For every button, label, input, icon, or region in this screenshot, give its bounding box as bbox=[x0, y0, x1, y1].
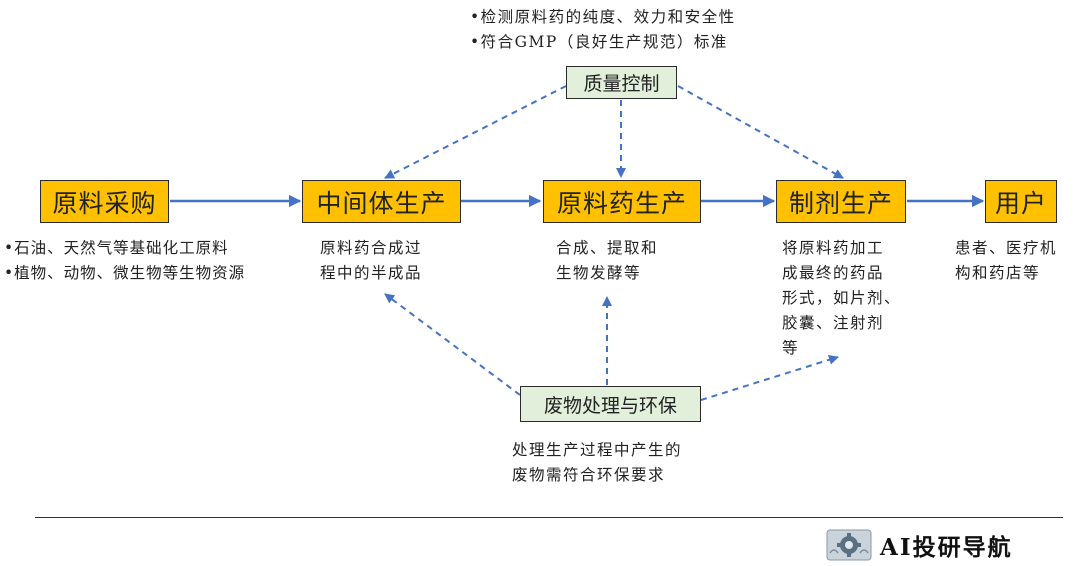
brand-name: AI投研导航 bbox=[880, 534, 1013, 561]
note-line: 合成、提取和 bbox=[556, 239, 659, 257]
note-line: 原料药合成过 bbox=[320, 239, 423, 257]
note-line: 胶囊、注射剂 bbox=[782, 314, 885, 332]
node-formulation-production: 制剂生产 bbox=[776, 180, 906, 223]
note-line: 处理生产过程中产生的 bbox=[512, 441, 683, 459]
footer-divider bbox=[35, 517, 1063, 518]
note-line: 成最终的药品 bbox=[782, 264, 885, 282]
note-api-production: 合成、提取和 生物发酵等 bbox=[556, 236, 658, 286]
note-line: 生物发酵等 bbox=[556, 264, 642, 282]
note-line: 形式，如片剂、 bbox=[782, 289, 902, 307]
note-waste: 处理生产过程中产生的 废物需符合环保要求 bbox=[512, 438, 682, 488]
note-intermediate: 原料药合成过 程中的半成品 bbox=[320, 236, 422, 286]
note-raw-purchase: •石油、天然气等基础化工原料 •植物、动物、微生物等生物资源 bbox=[4, 236, 245, 286]
gear-brain-logo-icon bbox=[826, 529, 872, 561]
qc-arrow-to-intermediate bbox=[384, 85, 567, 179]
note-quality-control: •检测原料药的纯度、效力和安全性 •符合GMP（良好生产规范）标准 bbox=[470, 5, 736, 55]
node-intermediate-production: 中间体生产 bbox=[302, 180, 461, 223]
note-line: 构和药店等 bbox=[955, 264, 1041, 282]
note-user: 患者、医疗机 构和药店等 bbox=[955, 236, 1057, 286]
note-formulation: 将原料药加工 成最终的药品 形式，如片剂、 胶囊、注射剂 等 bbox=[782, 236, 901, 361]
note-line: •植物、动物、微生物等生物资源 bbox=[4, 264, 246, 282]
brand-logo: AI投研导航 bbox=[826, 528, 1013, 562]
note-line: 等 bbox=[782, 339, 800, 357]
waste-arrow-to-formulation bbox=[700, 354, 839, 401]
node-user: 用户 bbox=[985, 180, 1057, 223]
note-line: 将原料药加工 bbox=[782, 239, 885, 257]
node-api-production: 原料药生产 bbox=[543, 180, 701, 223]
node-raw-purchase: 原料采购 bbox=[40, 180, 169, 223]
note-line: 程中的半成品 bbox=[320, 264, 423, 282]
note-line: 废物需符合环保要求 bbox=[512, 466, 666, 484]
node-quality-control: 质量控制 bbox=[566, 66, 677, 99]
waste-arrow-to-intermediate bbox=[384, 293, 521, 396]
note-line: 患者、医疗机 bbox=[955, 239, 1058, 257]
note-line: •检测原料药的纯度、效力和安全性 bbox=[470, 8, 736, 26]
note-line: •石油、天然气等基础化工原料 bbox=[4, 239, 229, 257]
note-line: •符合GMP（良好生产规范）标准 bbox=[470, 33, 728, 51]
node-waste-treatment: 废物处理与环保 bbox=[520, 386, 701, 422]
qc-arrow-to-formulation bbox=[677, 85, 844, 179]
